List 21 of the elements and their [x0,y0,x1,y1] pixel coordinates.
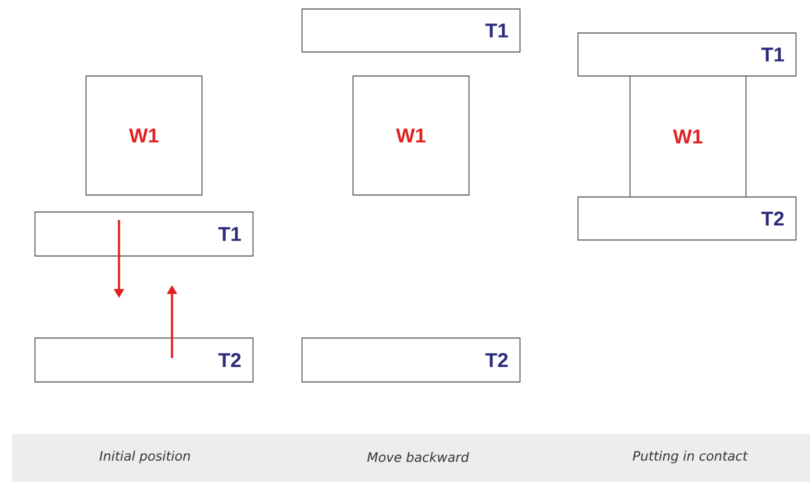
workpiece-box [86,76,202,196]
box-label: T2 [218,353,241,367]
tool-box [302,338,520,382]
box-label: T1 [761,48,784,62]
box-label: W1 [129,128,158,142]
workpiece-box [630,76,746,198]
box-label: T1 [218,227,241,241]
tool-box [578,196,796,240]
tool-box [34,338,254,382]
box-label: T1 [485,24,508,38]
panel-caption: Putting in contact [632,450,748,464]
box-label: W1 [673,130,702,144]
panel-caption: Initial position [100,450,190,464]
box-label: W1 [396,128,426,142]
box-label: T2 [485,353,508,367]
box-label: T2 [761,212,784,226]
workpiece-box [352,76,470,196]
panel-caption: Move backward [367,452,470,462]
tool-box [578,32,796,76]
tool-box [34,212,254,256]
tool-box [302,8,520,52]
